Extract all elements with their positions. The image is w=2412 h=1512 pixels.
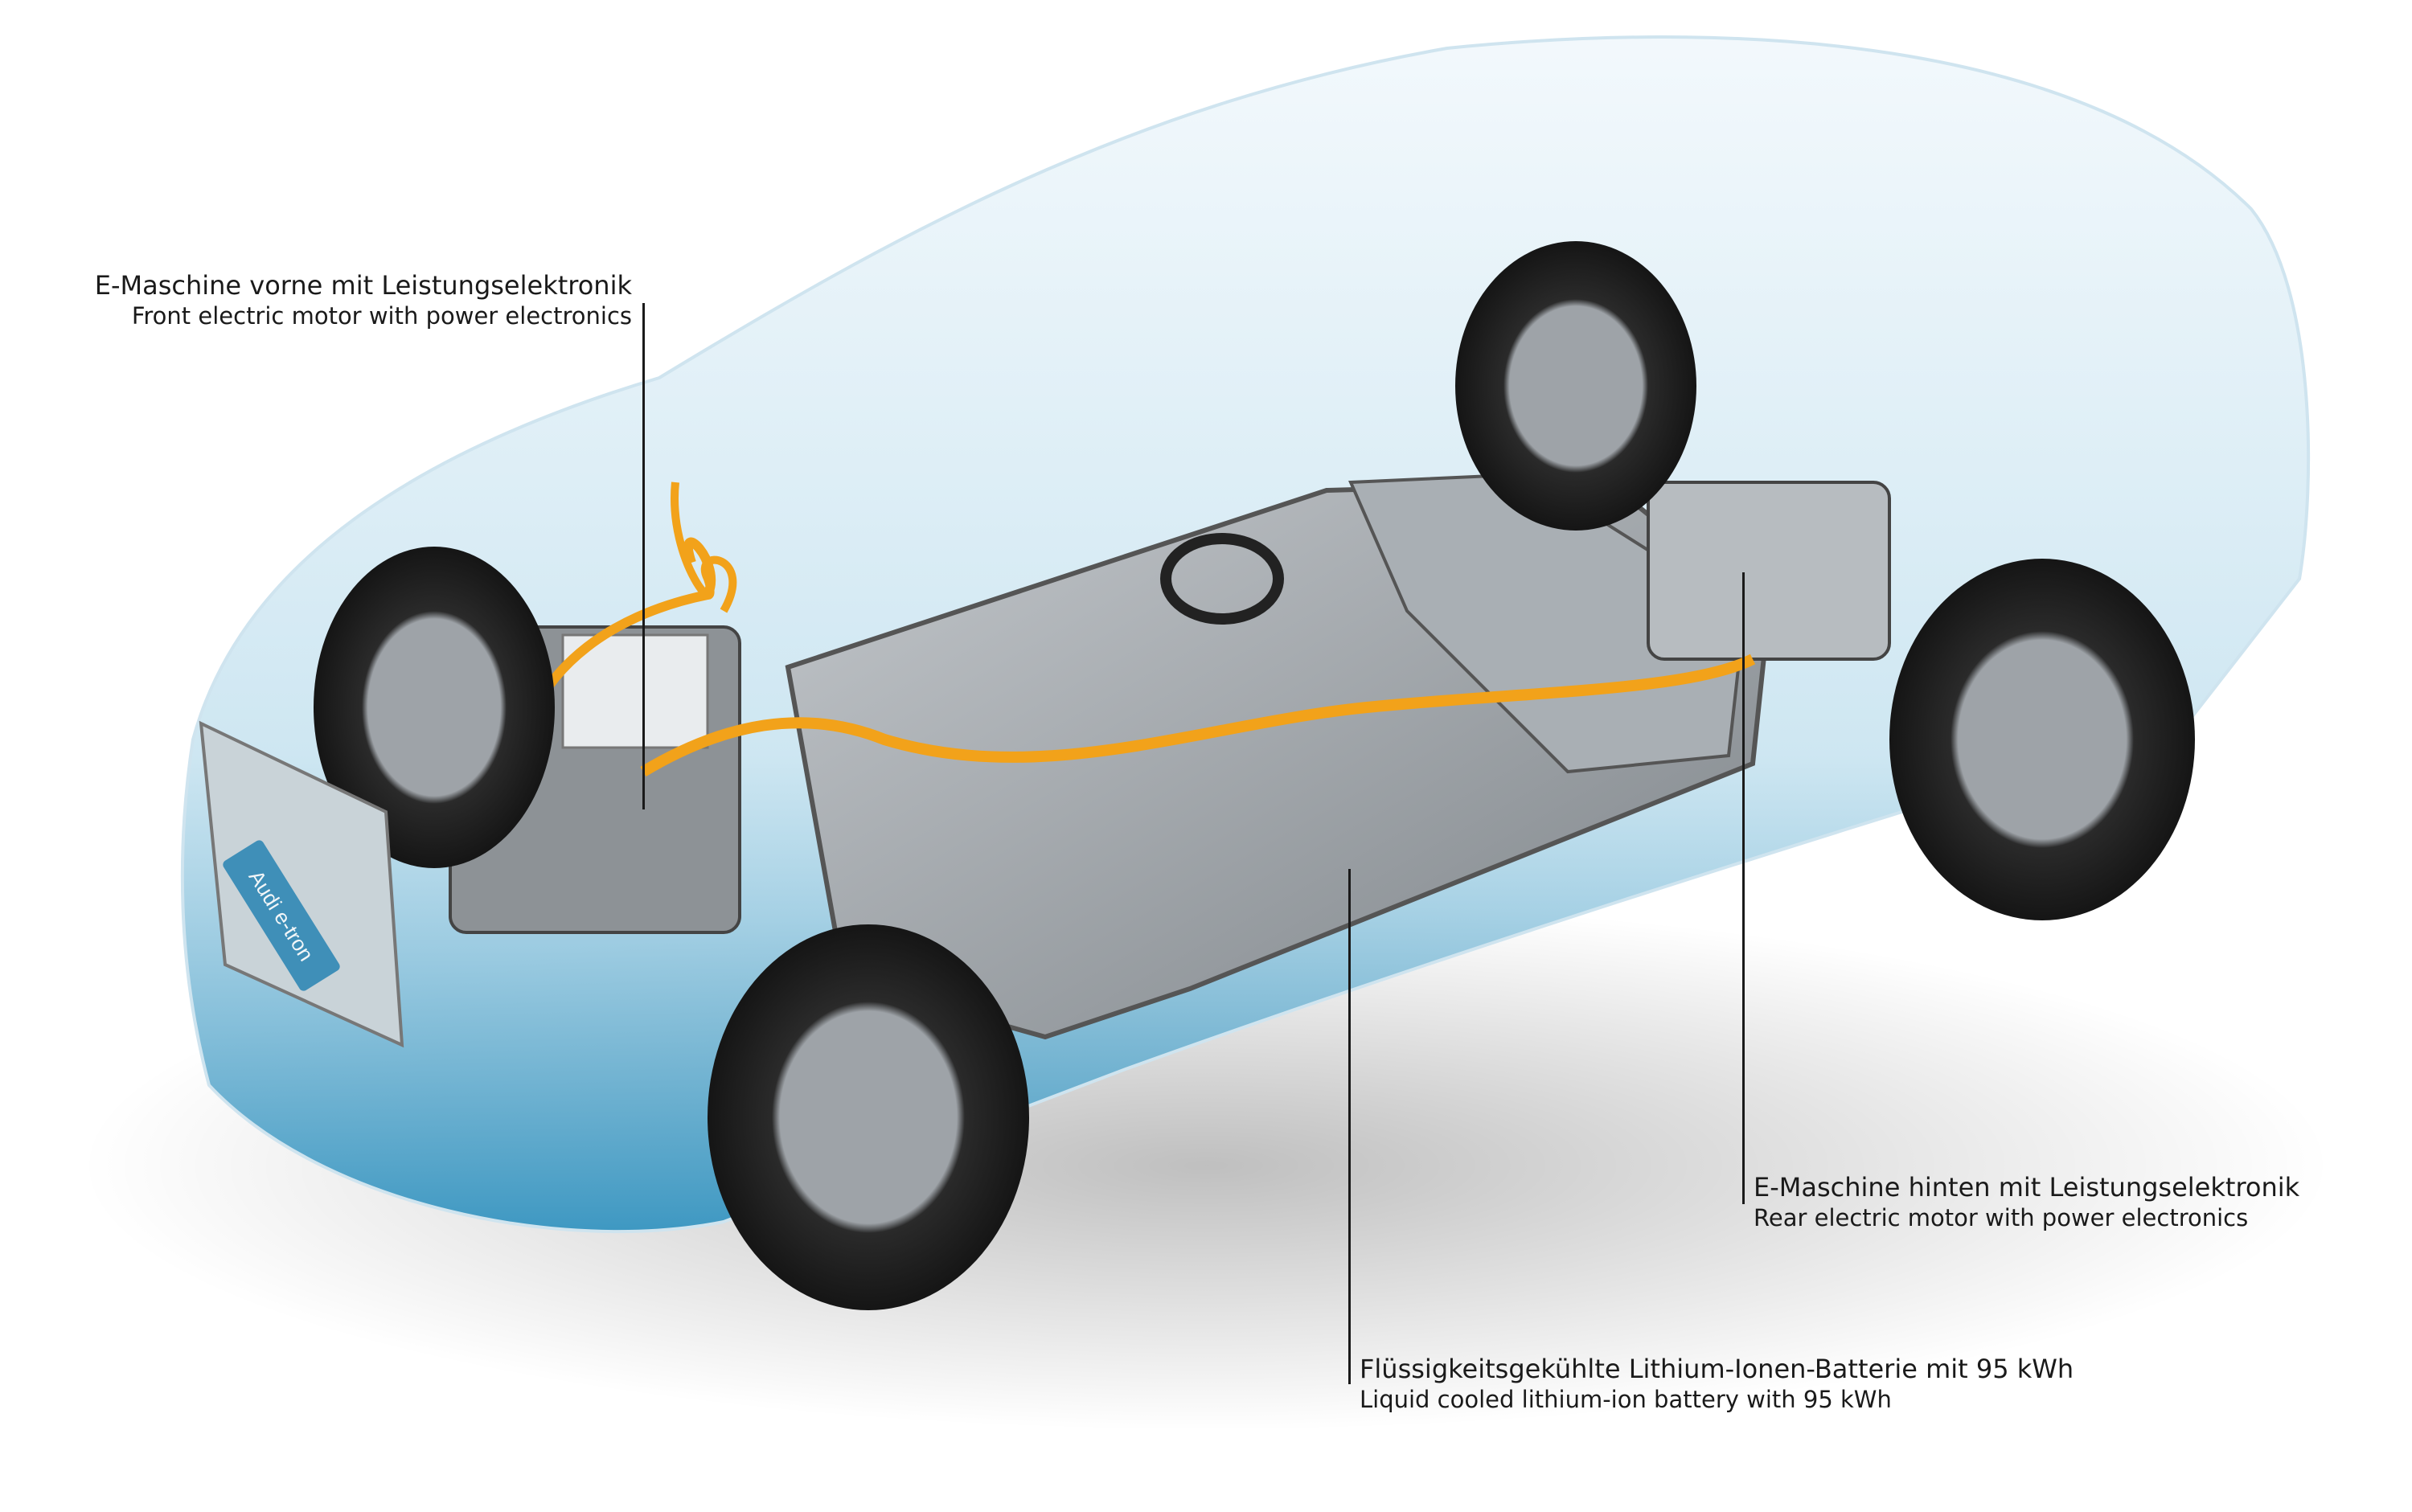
wheel-front-right [708, 924, 1029, 1310]
wheel-rear-left [1455, 241, 1696, 531]
leader-line-rear-motor [1742, 572, 1745, 1204]
front-grille [199, 720, 404, 1048]
steering-wheel [1160, 533, 1284, 625]
label-front-motor: E-Maschine vorne mit Leistungselektronik… [95, 269, 632, 330]
wheel-front-left [314, 547, 555, 868]
rear-motor-unit [1647, 481, 1891, 661]
wheel-rear-right [1889, 559, 2195, 920]
front-power-electronics [561, 633, 709, 749]
label-front-motor-de: E-Maschine vorne mit Leistungselektronik [94, 270, 632, 301]
leader-line-battery [1348, 869, 1351, 1384]
label-battery: Flüssigkeitsgekühlte Lithium-Ionen-Batte… [1360, 1353, 2074, 1414]
label-rear-motor-en: Rear electric motor with power electroni… [1754, 1204, 2249, 1231]
label-rear-motor: E-Maschine hinten mit Leistungselektroni… [1754, 1171, 2299, 1232]
hv-cable [640, 654, 1756, 777]
hv-cable-loop [671, 481, 737, 613]
label-front-motor-en: Front electric motor with power electron… [131, 302, 632, 330]
label-rear-motor-de: E-Maschine hinten mit Leistungselektroni… [1754, 1172, 2300, 1203]
label-battery-en: Liquid cooled lithium-ion battery with 9… [1360, 1386, 1892, 1413]
label-battery-de: Flüssigkeitsgekühlte Lithium-Ionen-Batte… [1360, 1354, 2074, 1384]
leader-line-front-motor [642, 303, 645, 809]
